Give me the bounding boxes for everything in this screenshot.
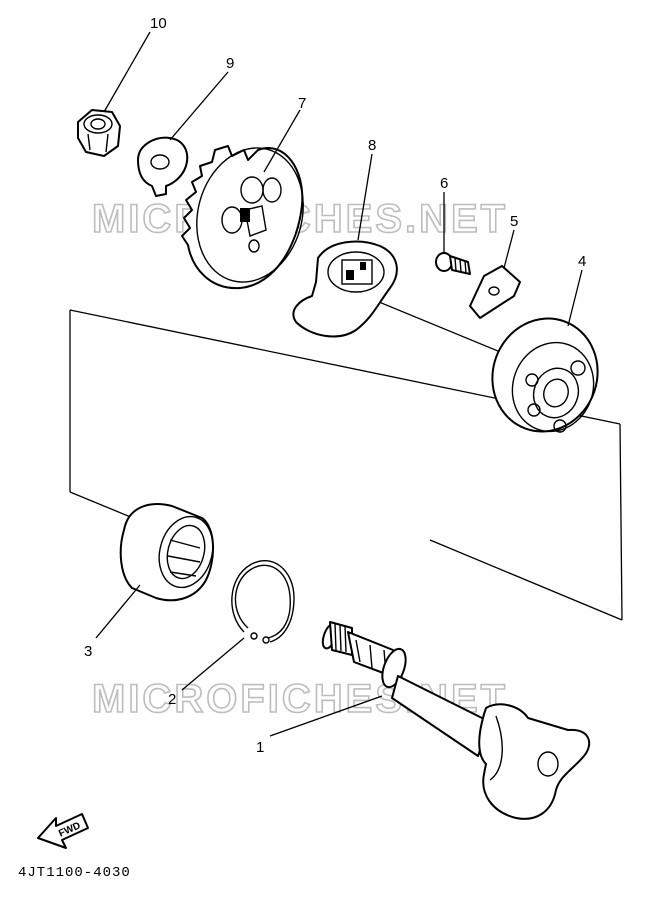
callout-5: 5	[510, 213, 518, 230]
part-7-gear	[181, 145, 304, 290]
part-6-screw	[435, 252, 471, 275]
part-4-bearing	[491, 317, 599, 433]
callout-7: 7	[298, 95, 306, 112]
callout-8: 8	[368, 137, 376, 154]
callout-10: 10	[150, 15, 167, 32]
part-5-stopper-plate	[469, 265, 521, 319]
callout-4: 4	[578, 253, 586, 270]
callout-3: 3	[84, 643, 92, 660]
fwd-arrow-icon: FWD	[37, 813, 89, 849]
part-10-nut	[77, 109, 121, 157]
part-3-needle-bearing	[119, 503, 215, 602]
part-1-shaft	[321, 621, 591, 820]
callout-2: 2	[168, 691, 176, 708]
callout-1: 1	[256, 739, 264, 756]
callout-9: 9	[226, 55, 234, 72]
part-8-collar	[292, 240, 398, 338]
part-2-circlip	[231, 560, 295, 644]
callout-6: 6	[440, 175, 448, 192]
diagram-code: 4JT1100-4030	[18, 865, 131, 881]
part-9-lock-washer	[137, 136, 189, 197]
leader-lines	[95, 31, 583, 737]
